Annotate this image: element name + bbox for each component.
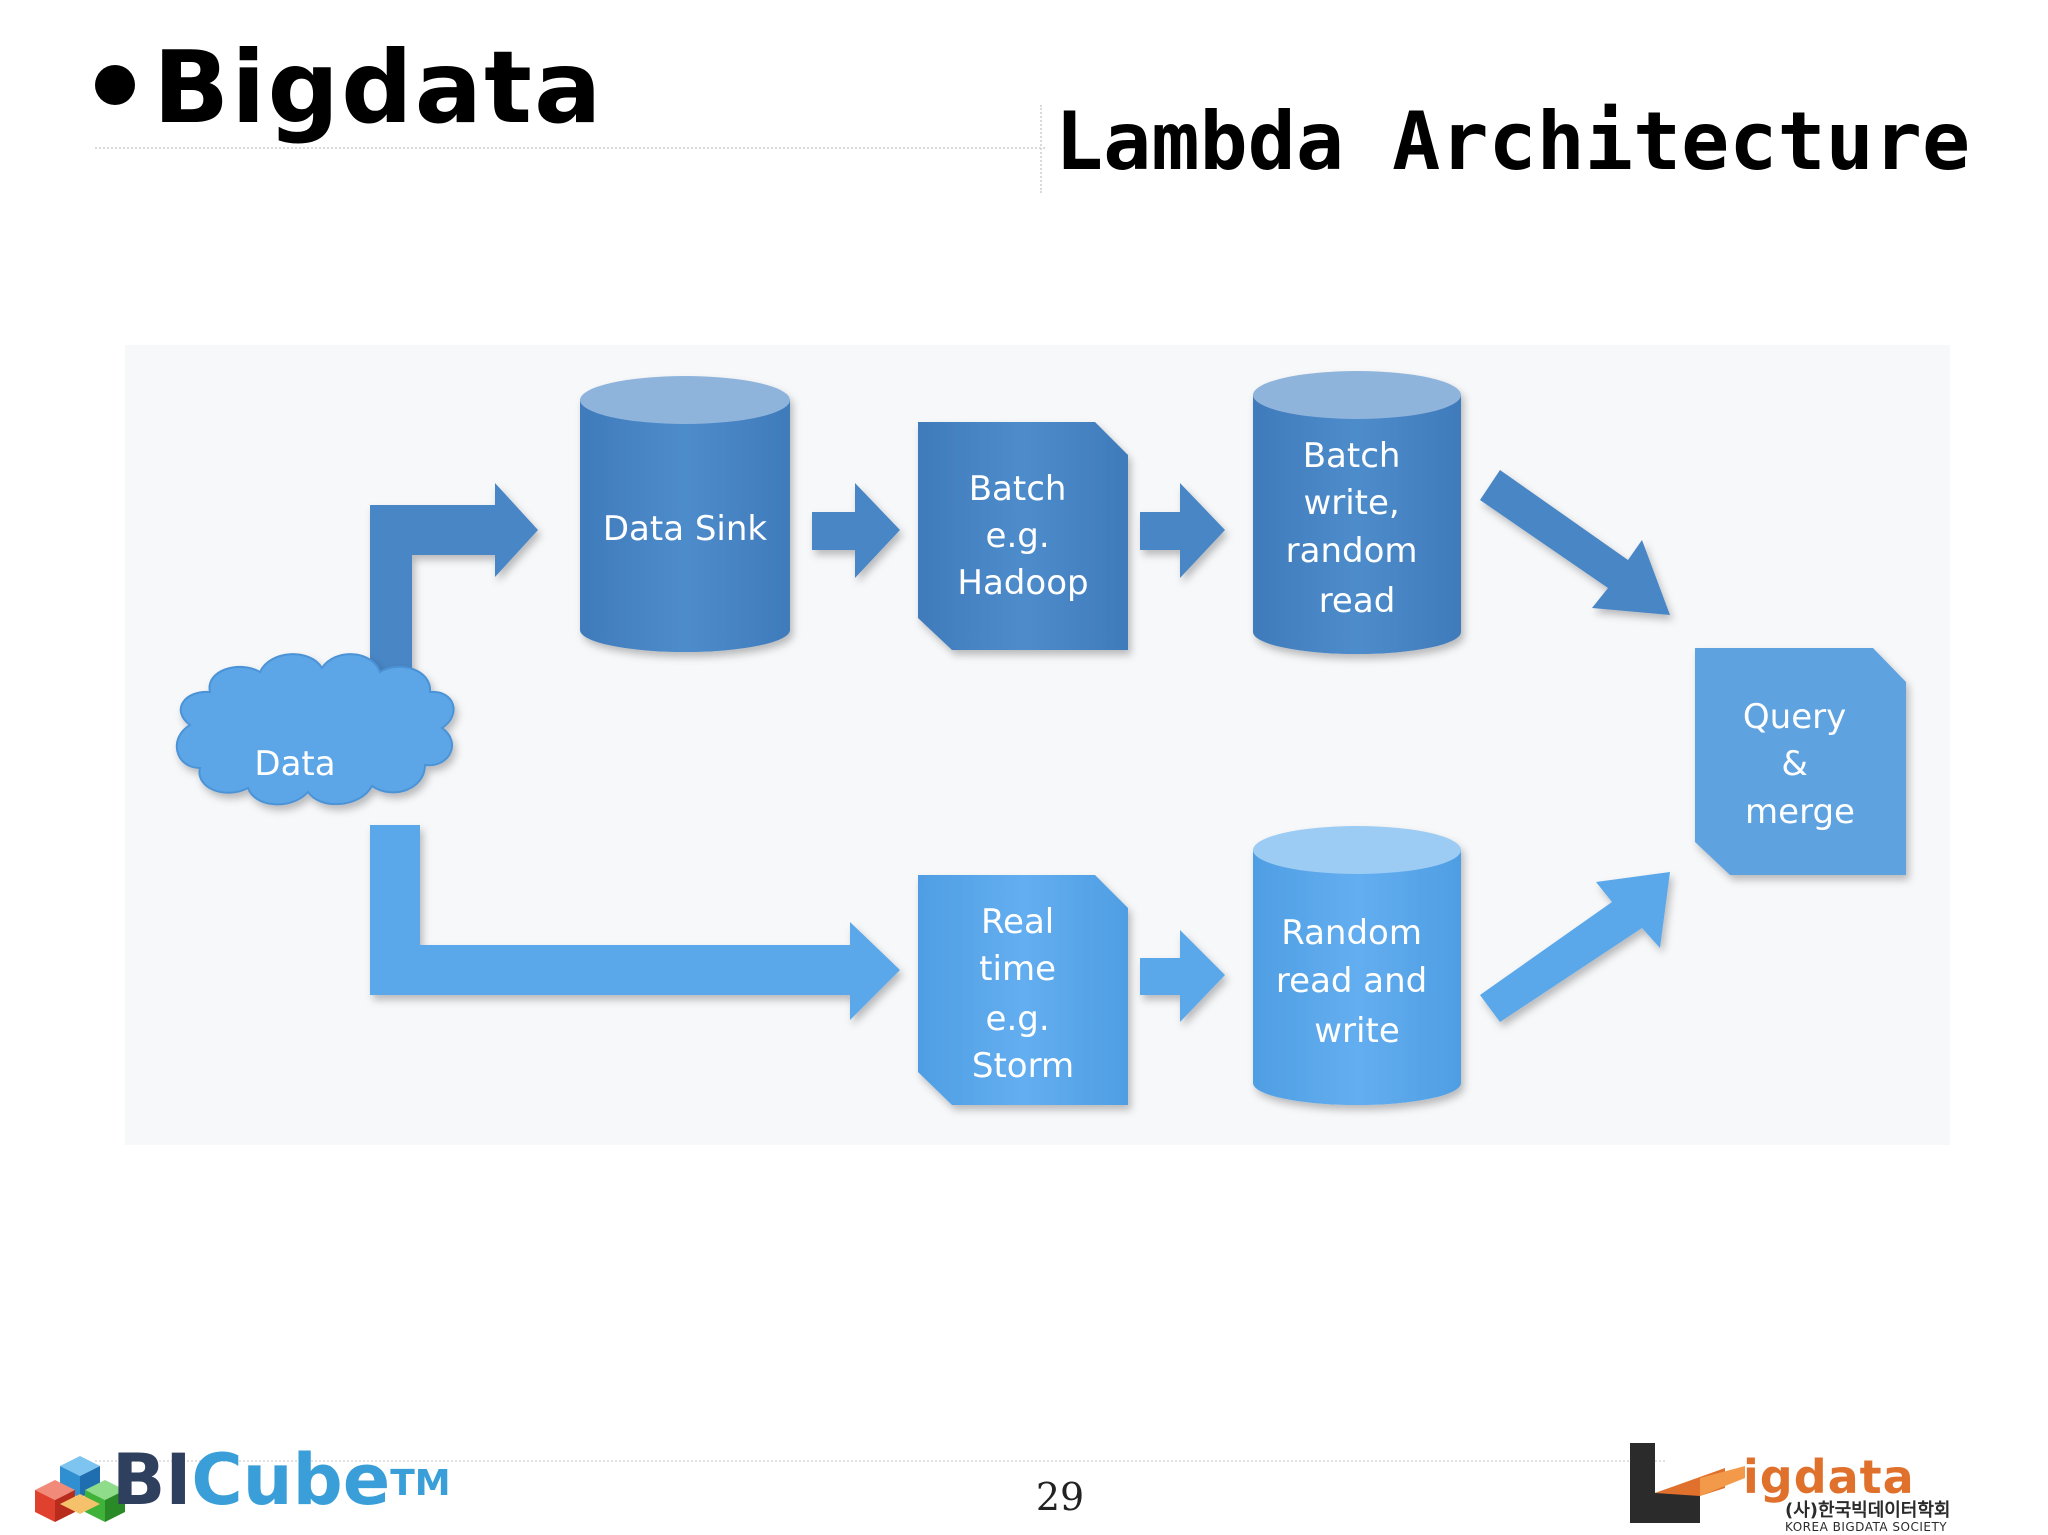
arrow-sink-to-batch [812, 483, 900, 578]
arrow-realtime-to-store [1140, 930, 1225, 1022]
bigdata-b-mark-icon [1630, 1443, 1745, 1523]
slide-title: Bigdata [95, 28, 603, 148]
batch-hadoop-box [918, 422, 1128, 650]
arrow-data-to-realtime [370, 825, 900, 1020]
data-sink-label: Data Sink [603, 509, 768, 549]
batch-store-line-1: Batch [1303, 436, 1401, 476]
speed-store-line-3: write [1314, 1011, 1399, 1051]
realtime-storm-label: Real time e.g. Storm [972, 902, 1074, 1086]
speed-store-line-1: Random [1281, 913, 1422, 953]
realtime-storm-line-3: e.g. [986, 999, 1050, 1039]
batch-store-line-2: write, [1303, 483, 1399, 523]
arrow-batchstore-to-query [1480, 470, 1670, 615]
batch-store-line-4: read [1319, 581, 1396, 621]
svg-text:KOREA BIGDATA SOCIETY: KOREA BIGDATA SOCIETY [1785, 1520, 1947, 1533]
batch-hadoop-label: Batch e.g. Hadoop [957, 469, 1088, 603]
arrow-batch-to-store [1140, 483, 1225, 578]
svg-text:igdata: igdata [1743, 1450, 1915, 1504]
bullet-icon [95, 64, 135, 105]
batch-hadoop-line-3: Hadoop [957, 563, 1088, 603]
bicube-wordmark: BICubeTM [112, 1440, 451, 1520]
slide-subtitle: Lambda Architecture [1055, 95, 1971, 188]
query-merge-line-1: Query [1743, 697, 1846, 737]
realtime-storm-box [918, 875, 1128, 1105]
query-merge-line-2: & [1781, 744, 1808, 784]
cube-icon [35, 1456, 125, 1522]
footer-divider [95, 1460, 1665, 1462]
speed-store-label: Random read and write [1276, 913, 1438, 1051]
batch-hadoop-line-1: Batch [969, 469, 1067, 509]
batch-store-label: Batch write, random read [1286, 436, 1429, 621]
realtime-storm-line-4: Storm [972, 1046, 1074, 1086]
slide-title-text: Bigdata [153, 29, 604, 146]
speed-store-cylinder [1253, 826, 1461, 1105]
bicube-bi: BI [112, 1439, 192, 1521]
query-merge-box [1695, 648, 1906, 875]
realtime-storm-line-2: time [979, 949, 1056, 989]
realtime-storm-line-1: Real [981, 902, 1054, 942]
data-sink-cylinder [580, 376, 790, 652]
query-merge-line-3: merge [1745, 792, 1855, 832]
svg-text:(사)한국빅데이터학회: (사)한국빅데이터학회 [1785, 1499, 1951, 1521]
title-divider [95, 147, 1045, 149]
page-number: 29 [1035, 1475, 1085, 1519]
arrow-data-to-sink [370, 483, 538, 680]
bicube-cube: Cube [191, 1439, 391, 1521]
arrow-speedstore-to-query [1480, 872, 1670, 1022]
bicube-logo [35, 1456, 125, 1522]
batch-hadoop-line-2: e.g. [986, 516, 1050, 556]
speed-store-line-2: read and [1276, 961, 1427, 1001]
query-merge-label: Query & merge [1743, 697, 1857, 832]
korea-bigdata-society-logo: igdata (사)한국빅데이터학회 KOREA BIGDATA SOCIETY [1630, 1443, 1951, 1533]
data-cloud-label: Data [254, 744, 335, 784]
bicube-tm: TM [390, 1463, 451, 1504]
data-cloud [175, 653, 455, 806]
batch-store-line-3: random [1286, 531, 1418, 571]
subtitle-divider [1040, 105, 1042, 193]
batch-store-cylinder [1253, 371, 1461, 654]
